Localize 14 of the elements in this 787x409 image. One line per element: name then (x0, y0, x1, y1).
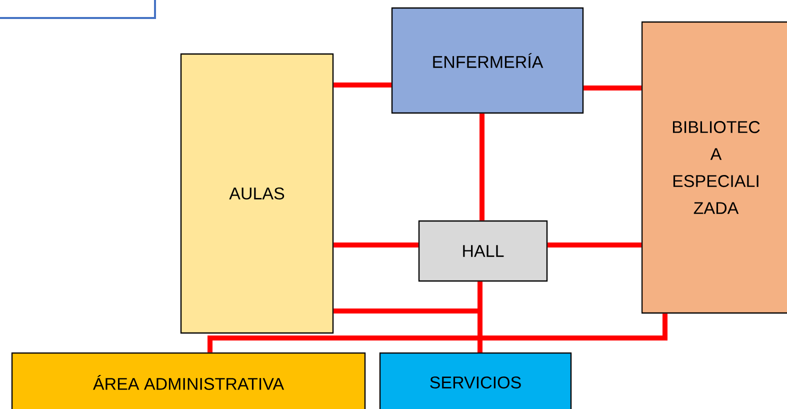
connector-line (334, 308, 482, 352)
room-box: SERVICIOS (379, 352, 572, 409)
room-box: BIBLIOTEC A ESPECIALI ZADA (641, 21, 787, 314)
room-box: ENFERMERÍA (391, 7, 584, 114)
connector-line (480, 114, 484, 220)
connector-line (584, 86, 642, 90)
room-box: HALL (418, 220, 548, 282)
connector-line (548, 242, 642, 248)
connector-line (334, 242, 418, 248)
empty-box (0, 0, 156, 19)
room-box: AULAS (180, 53, 334, 334)
connector-line (334, 82, 392, 88)
connector-line (208, 314, 668, 352)
room-box: ÁREA ADMINISTRATIVA (11, 352, 366, 409)
